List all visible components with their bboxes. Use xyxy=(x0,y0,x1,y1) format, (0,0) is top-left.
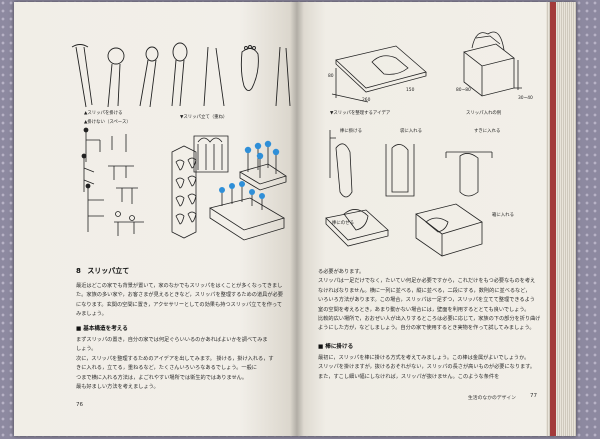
left-paragraph-2: まずスリッパの置き，自分の家では何足ぐらいいるのかあればよいかを調べてみま しょ… xyxy=(76,336,290,392)
left-subheading: ■ 基本構造を考える xyxy=(76,326,128,332)
caption-insert: すきに入れる xyxy=(474,129,501,134)
caption-slipper-hanger: ▲スリッパを掛ける xyxy=(84,111,123,116)
top-slipper-sketches xyxy=(71,42,291,108)
text-line: なければなりません。横に一列に並べる，縦に並べる，二段にする，数則的に並べるなど… xyxy=(318,287,531,294)
caption-slipper-idea: ▼スリッパを整理するアイデア xyxy=(330,111,391,116)
section-title: スリッパ立て xyxy=(87,267,130,275)
page-edges xyxy=(546,2,576,436)
text-line: みましょう。 xyxy=(76,311,107,318)
right-page: 80 260 150 80~80 30~40 ▼スリッパを整理するアイデア スリ… xyxy=(296,2,546,436)
text-line: になります。玄関の空間に置き，アクセサリーとしての効果も持つスリッパ立てを作って xyxy=(76,301,283,308)
text-line: 室の空間を考えるとき，あまり動かない場合には，壁面を利用するととても良いでしょう… xyxy=(318,306,530,313)
text-line: また，すこし細い幅にしなければ，スリッパが抜けません。このような条件を xyxy=(318,373,500,380)
caption-stack: 棒にのせる xyxy=(332,221,354,226)
caption-box-type: スリッパ入れの例 xyxy=(466,111,502,116)
caption-hook-space: ▲掛けない（スペース） xyxy=(84,120,131,125)
text-line: 最も好ましい方法を考えましょう。 xyxy=(76,384,159,391)
dim-label-a: 80 xyxy=(328,74,334,79)
text-line: 最初に，スリッパを棒に掛ける方式を考えてみましょう。この棒は金属がよいでしょうか… xyxy=(318,355,530,361)
text-line: ようにした方が，などしましょう。自分の家で使用するとき実物を作って試してみましょ… xyxy=(318,325,535,332)
text-line: 最近はどこの家でも背景が置いて，家のなかでもスリッパをはくことが多くなってきまし xyxy=(76,283,283,289)
section-heading: 8 スリッパ立て xyxy=(76,266,129,276)
caption-put-in: 袋に入れる xyxy=(400,129,422,134)
section-number: 8 xyxy=(76,267,81,275)
caption-slipper-stand: ▼スリッパ立て（重ね） xyxy=(180,115,228,120)
text-line: きに入れる，立てる，重ねるなど，たくさんいろいろなあるでしょう。一般に xyxy=(76,365,257,372)
right-page-number: 77 xyxy=(530,393,538,399)
book-gutter xyxy=(290,2,304,436)
footer-title: 生活のなかのデザイン xyxy=(468,396,516,401)
left-paragraph-1: 最近はどこの家でも背景が置いて，家のなかでもスリッパをはくことが多くなってきまし… xyxy=(76,282,290,320)
text-line: 比較的広い場所で，おおぜい人が出入りするところは必要に応じて，家族の下の部分を折… xyxy=(318,316,540,323)
right-subheading: ■ 棒に掛ける xyxy=(318,344,354,350)
dim-label-c: 150 xyxy=(406,88,415,93)
hanger-rack-sketches xyxy=(81,127,287,241)
right-paragraph-2: 最初に，スリッパを棒に掛ける方式を考えてみましょう。この棒は金属がよいでしょうか… xyxy=(318,354,540,382)
book-spread: ▲スリッパを掛ける ▲掛けない（スペース） ▼スリッパ立て（重ね） xyxy=(14,2,576,436)
dimension-sketches xyxy=(331,31,522,103)
text-line: る必要があります。 xyxy=(318,269,365,275)
caption-hang: 棒に掛ける xyxy=(340,129,362,134)
text-line: しょう。 xyxy=(76,346,97,353)
text-line: スリッパは一足だけでなく，たいてい何足か必要ですから，これだけをもつ必要なものを… xyxy=(318,278,536,285)
text-line: た。家族の多い家や，お客さまが見えるときなど，スリッパを整理するための道具が必要 xyxy=(76,292,283,299)
dim-label-b: 260 xyxy=(362,98,371,103)
text-line: つまで横に入れる方法は，よごれやすい場所では衛生的ではありません。 xyxy=(76,374,248,381)
text-line: いろいろ方法があります。この場合，スリッパは一足ずつ，スリッパを立てて整理できる… xyxy=(318,297,535,304)
dim-label-d: 80~80 xyxy=(456,88,471,93)
text-line: スリッパを掛けますが，抜けるおそれがない，スリッパの長さが高いものが必要になりま… xyxy=(318,364,536,371)
dim-label-e: 30~40 xyxy=(518,96,533,101)
idea-sketches xyxy=(325,130,493,257)
left-page-number: 76 xyxy=(76,402,84,408)
bookmark-ribbon xyxy=(550,2,556,436)
left-page: ▲スリッパを掛ける ▲掛けない（スペース） ▼スリッパ立て（重ね） xyxy=(14,2,296,436)
text-line: まずスリッパの置き，自分の家では何足ぐらいいるのかあればよいかを調べてみま xyxy=(76,337,268,343)
right-paragraph-1: る必要があります。 スリッパは一足だけでなく，たいてい何足か必要ですから，これだ… xyxy=(318,268,540,334)
caption-box-in: 箱に入れる xyxy=(492,213,514,218)
text-line: 次に，スリッパを整理するためのアイデアを出してみます。 掛ける，掛け入れる，す xyxy=(76,355,274,362)
